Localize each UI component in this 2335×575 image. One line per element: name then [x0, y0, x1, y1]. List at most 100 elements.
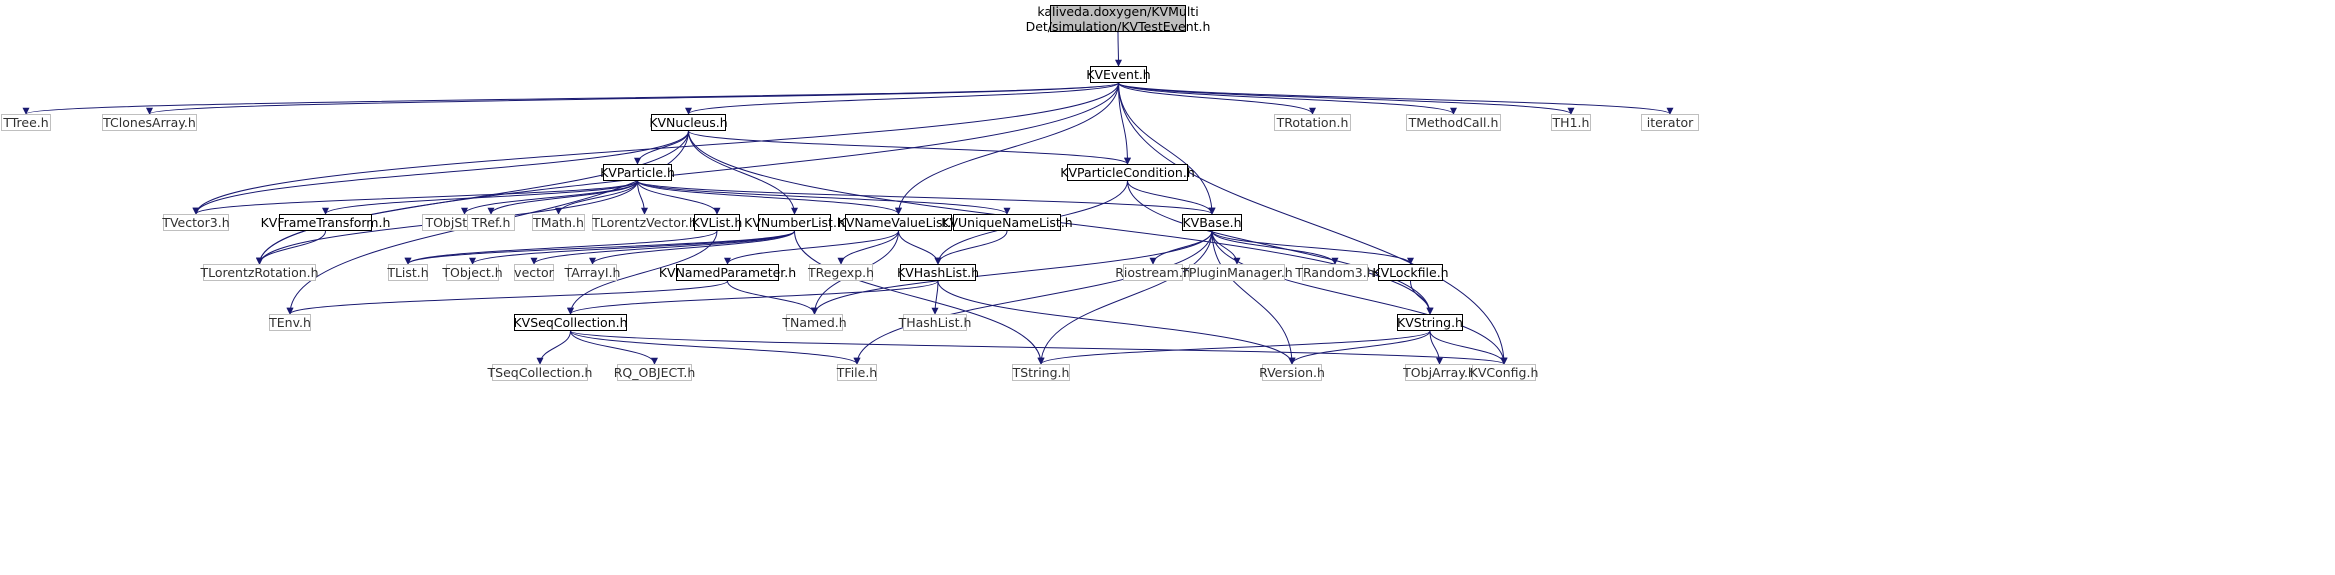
node-tarrayi[interactable]: TArrayI.h: [564, 264, 621, 281]
edge-kvhashlist-to-thashlist: [931, 280, 939, 315]
node-kvlist[interactable]: KVList.h: [691, 214, 743, 231]
node-kvuniquenamelist[interactable]: KVUniqueNameList.h: [941, 214, 1073, 231]
node-kvparticle[interactable]: KVParticle.h: [600, 164, 675, 181]
edge-kvnucleus-to-kvparticle: [634, 130, 689, 165]
edge-kvstring-to-rversion: [1288, 330, 1431, 365]
edge-kvstring-to-kvconfig: [1429, 330, 1508, 365]
node-tfile[interactable]: TFile.h: [836, 364, 878, 381]
node-kvparticlecond[interactable]: KVParticleCondition.h: [1060, 164, 1195, 181]
edge-kvnumberlist-to-tarrayi: [589, 230, 795, 265]
node-trandom3[interactable]: TRandom3.h: [1295, 264, 1375, 281]
edge-kvparticle-to-kvframe: [322, 180, 638, 215]
edge-kvuniquenamelist-to-kvhashlist: [934, 230, 1008, 265]
node-tref[interactable]: TRef.h: [467, 214, 515, 231]
edge-kvevent-to-tvector3: [192, 82, 1119, 215]
node-kvbase[interactable]: KVBase.h: [1182, 214, 1242, 231]
edge-kvlockfile-to-kvstring: [1410, 280, 1434, 315]
edge-kvparticlecond-to-kvbase: [1127, 180, 1216, 215]
edge-kvseqcollection-to-tseqcollection: [536, 330, 571, 365]
node-tseqcollection[interactable]: TSeqCollection.h: [487, 364, 593, 381]
node-trotation[interactable]: TRotation.h: [1274, 114, 1351, 131]
node-rversion[interactable]: RVersion.h: [1259, 364, 1325, 381]
edge-kvevent-to-tclones: [146, 82, 1119, 115]
node-tlist[interactable]: TList.h: [387, 264, 429, 281]
node-tobjarray[interactable]: TObjArray.h: [1403, 364, 1476, 381]
edge-kvevent-to-kvconfig: [1118, 82, 1508, 365]
node-tstring[interactable]: TString.h: [1012, 364, 1070, 381]
edge-kvframe-to-tlorentzrotation: [256, 230, 326, 265]
edge-kvbase-to-rversion: [1211, 230, 1296, 365]
node-kvconfig[interactable]: KVConfig.h: [1469, 364, 1539, 381]
edge-kvhashlist-to-kvseqcollection: [567, 280, 939, 315]
node-kvhashlist[interactable]: KVHashList.h: [897, 264, 979, 281]
node-kvnamedparam[interactable]: KVNamedParameter.h: [658, 264, 797, 281]
edge-kvparticle-to-tmath: [555, 180, 638, 215]
edge-kvnumberlist-to-tlist: [404, 230, 795, 265]
node-kvseqcollection[interactable]: KVSeqCollection.h: [513, 314, 628, 331]
edge-kvevent-to-tmethodcall: [1118, 82, 1457, 115]
edge-root-to-kvevent: [1114, 31, 1122, 67]
node-tobject[interactable]: TObject.h: [442, 264, 503, 281]
node-tmethodcall[interactable]: TMethodCall.h: [1406, 114, 1501, 131]
edge-kvnucleus-to-kvnumberlist: [688, 130, 798, 215]
edge-kvnamedparam-to-tenv: [286, 280, 728, 315]
node-iterator[interactable]: iterator: [1641, 114, 1699, 131]
edge-kvbase-to-tfile: [853, 230, 1213, 365]
edge-kvbase-to-tstring: [1037, 230, 1213, 365]
edge-kvparticle-to-kvnamevaluelist: [637, 180, 902, 215]
edge-kvevent-to-kvparticlecond: [1118, 82, 1131, 165]
edge-kvevent-to-iterator: [1118, 82, 1674, 115]
edge-kvnamedparam-to-tnamed: [727, 280, 818, 315]
node-th1[interactable]: TH1.h: [1551, 114, 1591, 131]
node-tnamed[interactable]: TNamed.h: [782, 314, 847, 331]
edge-kvstring-to-tobjarray: [1429, 330, 1443, 365]
node-tlorentzvector[interactable]: TLorentzVector.h: [592, 214, 697, 231]
edge-kvevent-to-kvnamevaluelist: [895, 82, 1119, 215]
edge-kvbase-to-trandom3: [1211, 230, 1339, 265]
edge-kvparticlecond-to-kvstring: [1127, 180, 1434, 315]
node-tlorentzrotation[interactable]: TLorentzRotation.h: [200, 264, 319, 281]
node-rqobject[interactable]: RQ_OBJECT.h: [613, 364, 696, 381]
edge-kvnumberlist-to-tstring: [794, 230, 1045, 365]
edge-kvbase-to-kvlockfile: [1211, 230, 1414, 265]
edge-kvparticle-to-tref: [487, 180, 638, 215]
node-kvevent[interactable]: KVEvent.h: [1086, 66, 1151, 83]
node-kvframe[interactable]: KVFrameTransform.h: [260, 214, 391, 231]
node-kvstring[interactable]: KVString.h: [1397, 314, 1463, 331]
node-thashlist[interactable]: THashList.h: [898, 314, 972, 331]
edge-kvbase-to-tnamed: [811, 230, 1213, 315]
edge-kvevent-to-trotation: [1118, 82, 1316, 115]
node-riostream[interactable]: Riostream.h: [1115, 264, 1191, 281]
node-ttree[interactable]: TTree.h: [1, 114, 51, 131]
edge-kvnucleus-to-kvparticlecond: [688, 130, 1131, 165]
edge-kvnumberlist-to-tobject: [469, 230, 795, 265]
node-tpluginmanager[interactable]: TPluginManager.h: [1181, 264, 1293, 281]
node-vector[interactable]: vector: [514, 264, 554, 281]
node-tmath[interactable]: TMath.h: [532, 214, 585, 231]
node-tenv[interactable]: TEnv.h: [269, 314, 311, 331]
node-tvector3[interactable]: TVector3.h: [162, 214, 230, 231]
edge-kvnucleus-to-tvector3: [192, 130, 689, 215]
edge-kvhashlist-to-rversion: [937, 280, 1296, 365]
node-tregexp[interactable]: TRegexp.h: [807, 264, 875, 281]
edge-kvevent-to-kvnucleus: [685, 82, 1119, 115]
node-tclones[interactable]: TClonesArray.h: [102, 114, 197, 131]
edge-kvstring-to-tstring: [1037, 330, 1431, 365]
edge-kvnumberlist-to-vector: [530, 230, 795, 265]
node-kvlockfile[interactable]: KVLockfile.h: [1372, 264, 1449, 281]
edge-kvbase-to-kvconfig: [1211, 230, 1508, 365]
node-kvnucleus[interactable]: KVNucleus.h: [649, 114, 728, 131]
node-kvnumberlist[interactable]: KVNumberList.h: [744, 214, 845, 231]
edge-kvseqcollection-to-kvconfig: [570, 330, 1508, 365]
edge-kvparticle-to-kvuniquenamelist: [637, 180, 1011, 215]
edge-kvnamevaluelist-to-kvnamedparam: [724, 230, 899, 265]
edge-kvparticle-to-kvlist: [637, 180, 721, 215]
node-kvnamevaluelist[interactable]: KVNameValueList.h: [837, 214, 960, 231]
edge-kvparticle-to-tvector3: [192, 180, 638, 215]
edge-kvnamevaluelist-to-tregexp: [837, 230, 899, 265]
edge-kvevent-to-th1: [1118, 82, 1575, 115]
edge-kvbase-to-riostream: [1149, 230, 1213, 265]
